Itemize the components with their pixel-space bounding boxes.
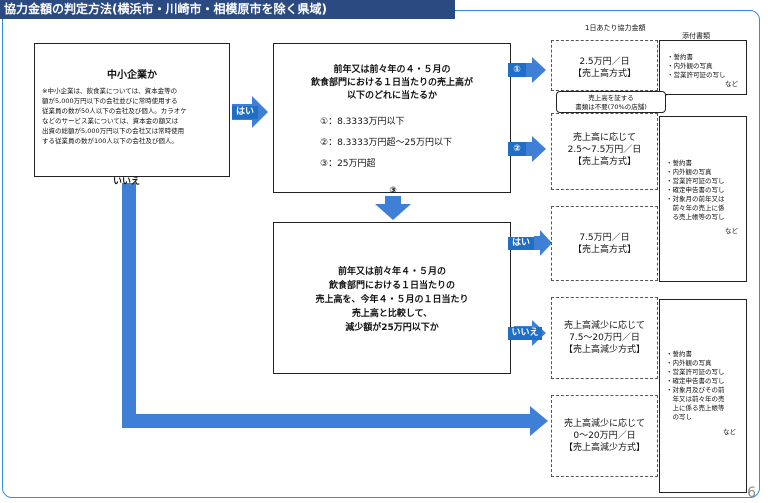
question2-box: 前年又は前々年４・５月の 飲食部門における１日当たりの 売上高を、今年４・５月の… [273,222,511,374]
sme-note-line: 出資の総額が5,000万円以下の会社又は常時使用 [42,127,185,135]
result-line: 2.5～7.5万円／日 [567,145,642,155]
sme-note: ※中小企業は、飲食業については、資本金等の 額が5,000万円以下の会社並びに常… [42,86,187,146]
result-line: 【売上高方式】 [572,69,636,79]
page-number: 6 [747,485,756,501]
label-yes-1: はい [232,106,258,119]
doc-item: 年又は前々年の売 [666,395,725,403]
result-line: 7.5～20万円／日 [569,333,640,343]
doc-item: ・誓約書 [666,350,692,358]
sme-note-line: などのサービス業については、資本金の額又は [42,117,179,125]
page-title: 協力金額の判定方法(横浜市・川崎市・相模原市を除く県域) [0,0,455,19]
q2-line: 前年又は前々年４・５月の [337,267,446,277]
label-no-1: いいえ [113,177,141,187]
result-2: 売上高に応じて 2.5～7.5万円／日 【売上高方式】 [551,113,658,190]
q1-option-3: ③：25万円超 [320,159,376,169]
result-line: 0～20万円／日 [573,431,636,441]
docs-1: ・誓約書 ・内外観の写真 ・営業許可証の写し など [659,40,747,95]
doc-item: 前々年の売上に係 [666,204,725,212]
result-line: 【売上高方式】 [572,157,636,167]
result-line: 売上高減少に応じて [563,321,645,331]
sme-note-line: 従業員の数が50人以下の会社及び個人。カラオケ [42,107,187,115]
sme-note-line: する従業員の数が100人以下の会社及び個人。 [42,137,178,145]
result-4: 売上高減少に応じて 7.5～20万円／日 【売上高減少方式】 [551,297,658,379]
marker-three: ③ [389,186,397,196]
marker-one: ① [508,63,526,77]
label-no-2: いいえ [508,327,542,340]
doc-item: ・営業許可証の写し [666,177,725,185]
doc-item: ・内外観の写真 [666,168,712,176]
doc-tail: など [725,227,738,235]
doc-item: ・内外観の写真 [666,359,712,367]
callout: 売上高を証する 書類は不要(70%の店舗) [556,91,666,113]
result-line: 【売上高方式】 [572,245,636,255]
doc-item: ・確定申告書の写し [666,377,725,385]
doc-item: ・対象月及びその前 [666,386,725,394]
q1-line: 前年又は前々年の４・５月の [333,65,451,75]
doc-item: ・内外観の写真 [667,62,713,70]
arrow-q1-to-q2 [375,196,411,220]
result-3: 7.5万円／日 【売上高方式】 [551,206,658,281]
q1-option-1: ①：8.3333万円以下 [320,117,405,127]
q2-line: 売上高を、今年４・５月の１日当たり [315,295,469,305]
q2-line: 売上高と比較して、 [351,309,433,319]
q1-line: 飲食部門における１日当たりの売上高が [310,78,473,88]
sme-note-line: 額が5,000万円以下の会社並びに常時使用する [42,97,178,105]
result-line: 【売上高減少方式】 [563,443,645,453]
docs-2: ・誓約書 ・内外観の写真 ・営業許可証の写し ・確定申告書の写し ・対象月の前年… [659,116,747,282]
docs-3: ・誓約書 ・内外観の写真 ・営業許可証の写し ・確定申告書の写し ・対象月及びそ… [659,299,747,493]
result-line: 売上高に応じて [572,133,636,143]
doc-item: の写し [666,413,693,421]
question1-box: 前年又は前々年の４・５月の 飲食部門における１日当たりの売上高が 以下のどれに当… [273,43,511,193]
result-line: 7.5万円／日 [579,233,630,243]
sme-box: 中小企業か ※中小企業は、飲食業については、資本金等の 額が5,000万円以下の… [34,43,230,177]
sme-note-line: ※中小企業は、飲食業については、資本金等の [42,87,178,95]
doc-item: 上に係る売上帳等 [666,404,725,412]
result-5: 売上高減少に応じて 0～20万円／日 【売上高減少方式】 [551,395,658,477]
result-line: 【売上高減少方式】 [563,345,645,355]
callout-line: 売上高を証する [588,94,634,102]
result-line: 売上高減少に応じて [563,419,645,429]
marker-two: ② [508,142,526,156]
callout-line: 書類は不要(70%の店舗) [575,103,647,111]
q1-option-2: ②：8.3333万円超～25万円以下 [320,138,453,148]
q1-line: 以下のどれに当たるか [346,91,437,101]
sme-heading: 中小企業か [107,70,157,81]
doc-item: ・誓約書 [666,159,692,167]
doc-tail: など [723,428,736,436]
doc-item: ・確定申告書の写し [666,186,725,194]
q2-line: 減少額が25万円以下か [345,323,439,333]
doc-item: ・営業許可証の写し [666,368,725,376]
doc-item: る売上帳等の写し [666,213,725,221]
doc-item: ・誓約書 [667,53,693,61]
result-1: 2.5万円／日 【売上高方式】 [551,40,658,91]
doc-item: ・対象月の前年又は [666,195,725,203]
header-docs: 添付書類 [682,32,710,40]
header-per-day: 1日あたり協力金額 [585,24,646,32]
q2-line: 飲食部門における１日当たりの [328,281,455,291]
label-yes-2: はい [508,237,534,250]
result-line: 2.5万円／日 [579,57,630,67]
arrow-to-result-3 [534,230,552,256]
doc-item: ・営業許可証の写し [667,71,726,79]
doc-tail: など [725,80,738,88]
